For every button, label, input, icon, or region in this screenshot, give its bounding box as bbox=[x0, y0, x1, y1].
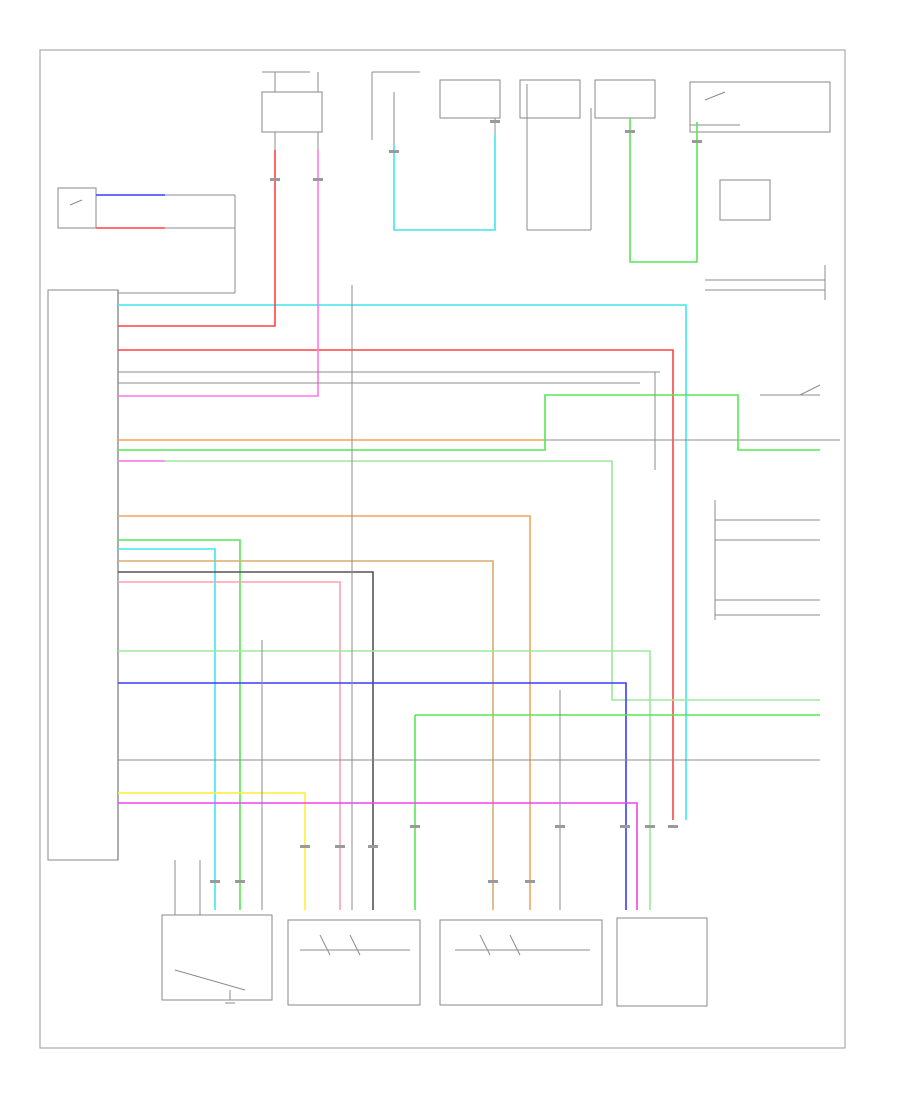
left-control-module bbox=[47, 289, 119, 861]
right-key-cylinder bbox=[714, 500, 820, 620]
top-hot-in-acc-or-on bbox=[371, 71, 420, 145]
top-relay-1 bbox=[439, 79, 501, 135]
top-relay-4 bbox=[689, 81, 831, 221]
connector-markers bbox=[210, 120, 702, 883]
ground-symbol bbox=[222, 990, 238, 1004]
bottom-switch-1 bbox=[161, 860, 273, 1001]
bottom-switch-3 bbox=[439, 919, 603, 1006]
right-door-lock-switch bbox=[705, 265, 826, 396]
top-hot-at-all-times bbox=[261, 71, 323, 150]
left-lock-motor bbox=[57, 187, 236, 294]
diagram-frame bbox=[39, 49, 846, 1049]
bottom-switch-2 bbox=[287, 919, 421, 1006]
bottom-module-4 bbox=[616, 917, 708, 1007]
top-relay-2 bbox=[519, 79, 592, 231]
top-relay-3 bbox=[594, 79, 656, 119]
